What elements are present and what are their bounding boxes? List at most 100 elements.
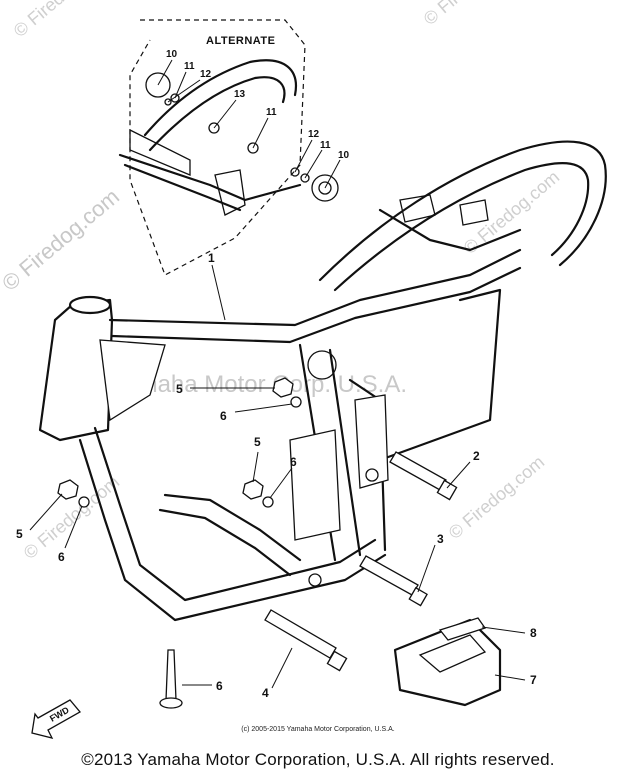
inset-washer-12b	[290, 167, 300, 177]
leader-13	[213, 99, 237, 129]
battery-holder-slot	[418, 634, 487, 673]
rear-bracket-2	[459, 199, 489, 226]
nut-5-upper	[272, 377, 294, 398]
main-frame	[38, 140, 607, 622]
bolt-2-shank	[389, 451, 447, 491]
leader-6-middle	[269, 467, 293, 499]
leader-5-left	[29, 493, 63, 531]
cradle-lower-inner	[93, 426, 377, 602]
callout-5-left: 5	[16, 527, 23, 541]
exhaust-bracket-lower	[158, 508, 292, 577]
top-tube-lower-edge	[110, 266, 522, 344]
bolt-4-shank	[264, 609, 337, 659]
rear-loop-inner	[333, 162, 590, 292]
lower-mount-hole	[308, 573, 322, 587]
callout-6-upper: 6	[220, 409, 227, 423]
top-tube	[108, 248, 522, 327]
rear-crossmember	[378, 208, 522, 252]
callout-12a: 12	[200, 69, 212, 80]
leader-12b	[294, 139, 313, 173]
leader-4	[271, 647, 293, 689]
callout-8: 8	[530, 626, 537, 640]
rear-bracket	[399, 194, 436, 223]
inset-nut-11a	[170, 93, 180, 103]
callout-1: 1	[208, 251, 215, 265]
leader-lines	[29, 264, 526, 689]
seat-post-right	[328, 348, 362, 557]
leader-2	[446, 461, 471, 489]
callout-10a: 10	[166, 49, 178, 60]
leader-11a	[174, 71, 187, 99]
band-8	[438, 617, 487, 641]
inset-grommet-10b	[311, 174, 339, 202]
fwd-arrow-icon	[31, 699, 81, 739]
inset-grommet-10b-center	[318, 181, 332, 195]
inset-washer-12a	[164, 98, 172, 106]
callout-13: 13	[234, 89, 246, 100]
gusset-plate	[99, 339, 166, 422]
leader-8	[481, 626, 526, 634]
washer-6-left	[78, 496, 90, 508]
rear-loop-outer	[318, 140, 607, 282]
inset-crossmember	[118, 153, 302, 202]
washer-6-upper	[290, 396, 302, 408]
leader-3	[417, 544, 436, 593]
pivot-hole	[365, 468, 379, 482]
callout-11a: 11	[184, 61, 195, 72]
callout-6-middle: 6	[290, 455, 297, 469]
leader-12a	[167, 79, 201, 103]
watermark-firedog-mid-right: © Firedog.com	[460, 167, 563, 258]
leader-7	[494, 674, 526, 681]
alternate-inset: ALTERNATE	[118, 19, 341, 276]
alternate-dashed-outline	[129, 19, 306, 276]
leader-6-upper	[234, 403, 293, 413]
callout-11b: 11	[266, 107, 277, 118]
inset-bracket-left	[129, 128, 191, 176]
callout-12b: 12	[308, 129, 320, 140]
exhaust-bracket	[163, 493, 302, 562]
watermark-firedog-lower-right: © Firedog.com	[445, 452, 548, 543]
callout-6-lower: 6	[216, 679, 223, 693]
watermark-firedog-top-left: © Firedog.com	[10, 0, 113, 41]
swingarm-plate	[354, 394, 389, 489]
hardware: FWD	[31, 377, 502, 739]
inset-crossmember-lower	[123, 163, 242, 212]
inset-bracket-right	[214, 169, 246, 216]
bolt-3-shank	[359, 555, 419, 596]
bolt-4-head	[326, 650, 348, 672]
leader-5-middle	[252, 451, 259, 483]
nut-5-left	[57, 479, 79, 500]
callout-10b: 10	[338, 150, 350, 161]
leader-11b	[252, 117, 269, 149]
callout-5-middle: 5	[254, 435, 261, 449]
watermark-firedog-top-right: © Firedog.com	[420, 0, 523, 29]
leader-10b	[324, 159, 341, 189]
inset-frame-loop	[143, 59, 297, 137]
callout-11c: 11	[320, 140, 331, 151]
callout-7: 7	[530, 673, 537, 687]
inset-nut-11c	[300, 173, 310, 183]
copyright-small: (c) 2005-2015 Yamaha Motor Corporation, …	[241, 726, 395, 733]
inset-frame-loop-inner	[148, 76, 286, 152]
bolt-6-shank	[165, 649, 177, 701]
callout-6-left: 6	[58, 550, 65, 564]
inset-grommet-10a	[145, 72, 171, 98]
inset-nut-13	[208, 122, 220, 134]
shock-mount-eye	[307, 350, 337, 380]
watermark-firedog-left: © Firedog.com	[0, 184, 124, 296]
leader-11c	[304, 149, 323, 179]
callout-5-upper: 5	[176, 382, 183, 396]
bolt-3-head	[408, 586, 428, 607]
leader-10a	[157, 59, 173, 86]
washer-6-middle	[262, 496, 274, 508]
steering-head-tube	[38, 298, 114, 442]
engine-mount-plate	[289, 429, 341, 541]
callouts: 1 2 3 4 5 5 5 6 6 6 6 7 8 10 10 11 11 11…	[16, 49, 537, 700]
callout-3: 3	[437, 532, 444, 546]
alternate-label: ALTERNATE	[206, 35, 275, 47]
steering-head-top	[68, 295, 112, 315]
nut-5-middle	[242, 479, 264, 500]
bolt-6-head	[159, 697, 183, 709]
